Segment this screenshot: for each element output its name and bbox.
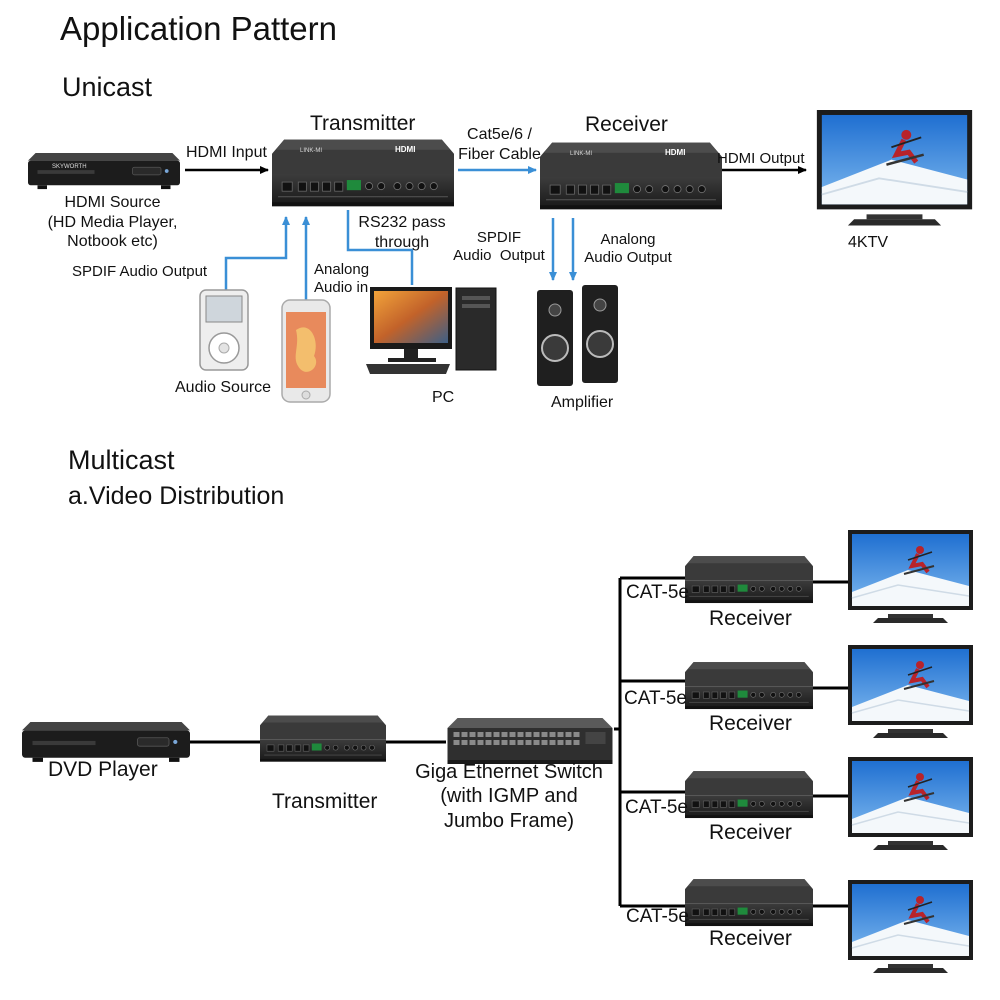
- multicast-transmitter: [260, 715, 386, 763]
- rs232-label: RS232 pass through: [358, 214, 446, 251]
- amplifier-speakers: [537, 285, 618, 386]
- receiver-device: [540, 142, 722, 210]
- multicast-heading: Multicast: [68, 445, 175, 475]
- phone-device: [281, 299, 331, 403]
- receiver-hdmi-mark: HDMI: [665, 148, 685, 157]
- analog-audio-in-label: Analong Audio in: [314, 261, 370, 297]
- multicast-receiver-4: [685, 878, 813, 927]
- spdif-audio-line: [224, 216, 290, 290]
- transmitter-label: Transmitter: [310, 112, 416, 135]
- transmitter-hdmi-mark: HDMI: [395, 145, 415, 154]
- spdif-audio-output-left-label: SPDIF Audio Output: [72, 263, 208, 280]
- multicast-tv-2: [848, 645, 973, 740]
- hdmi-source-player: [28, 153, 180, 190]
- page-title: Application Pattern: [60, 10, 338, 47]
- unicast-heading: Unicast: [62, 72, 153, 102]
- audio-source-ipod: [199, 289, 249, 371]
- multicast-transmitter-label: Transmitter: [272, 790, 378, 813]
- amplifier-label: Amplifier: [551, 394, 614, 411]
- multicast-receiver-2: [685, 661, 813, 710]
- receiver-label-3: Receiver: [709, 821, 792, 844]
- cable-label-3: CAT-5e: [625, 797, 689, 818]
- multicast-tv-4: [848, 880, 973, 975]
- receiver-label-2: Receiver: [709, 712, 792, 735]
- audio-source-label: Audio Source: [175, 379, 272, 396]
- hdmi-output-label: HDMI Output: [717, 150, 805, 167]
- switch-label: Giga Ethernet Switch (with IGMP and Jumb…: [415, 761, 603, 832]
- multicast-subheading: a.Video Distribution: [68, 482, 285, 510]
- player-brand: SKYWORTH: [52, 164, 87, 170]
- dvd-player: [22, 722, 190, 763]
- receiver-brand: LINK-MI: [570, 151, 592, 157]
- multicast-tv-3: [848, 757, 973, 852]
- dvd-player-label: DVD Player: [48, 758, 158, 781]
- pc-label: PC: [432, 389, 455, 406]
- multicast-tv-1: [848, 530, 973, 625]
- hdmi-input-label: HDMI Input: [186, 144, 267, 161]
- unicast-tv: [817, 110, 972, 226]
- cable-label: Cat5e/6 / Fiber Cable: [458, 126, 541, 163]
- receiver-label: Receiver: [585, 113, 668, 136]
- transmitter-brand: LINK-MI: [300, 148, 322, 154]
- hdmi-source-label: HDMI Source (HD Media Player, Notbook et…: [47, 194, 178, 251]
- multicast-receiver-1: [685, 555, 813, 604]
- multicast-receiver-3: [685, 770, 813, 819]
- rs232-line: [346, 210, 414, 285]
- cable-label-2: CAT-5e: [624, 688, 688, 709]
- spdif-audio-output-right-label: SPDIF Audio Output: [453, 229, 545, 265]
- pc-computer: [366, 287, 497, 374]
- cable-label-1: CAT-5e: [626, 582, 690, 603]
- cable-label-4: CAT-5e: [626, 906, 690, 927]
- receiver-label-1: Receiver: [709, 607, 792, 630]
- analog-audio-output-label: Analong Audio Output: [584, 231, 672, 267]
- ethernet-switch: [447, 718, 613, 764]
- tv-label: 4KTV: [848, 234, 889, 251]
- receiver-label-4: Receiver: [709, 927, 792, 950]
